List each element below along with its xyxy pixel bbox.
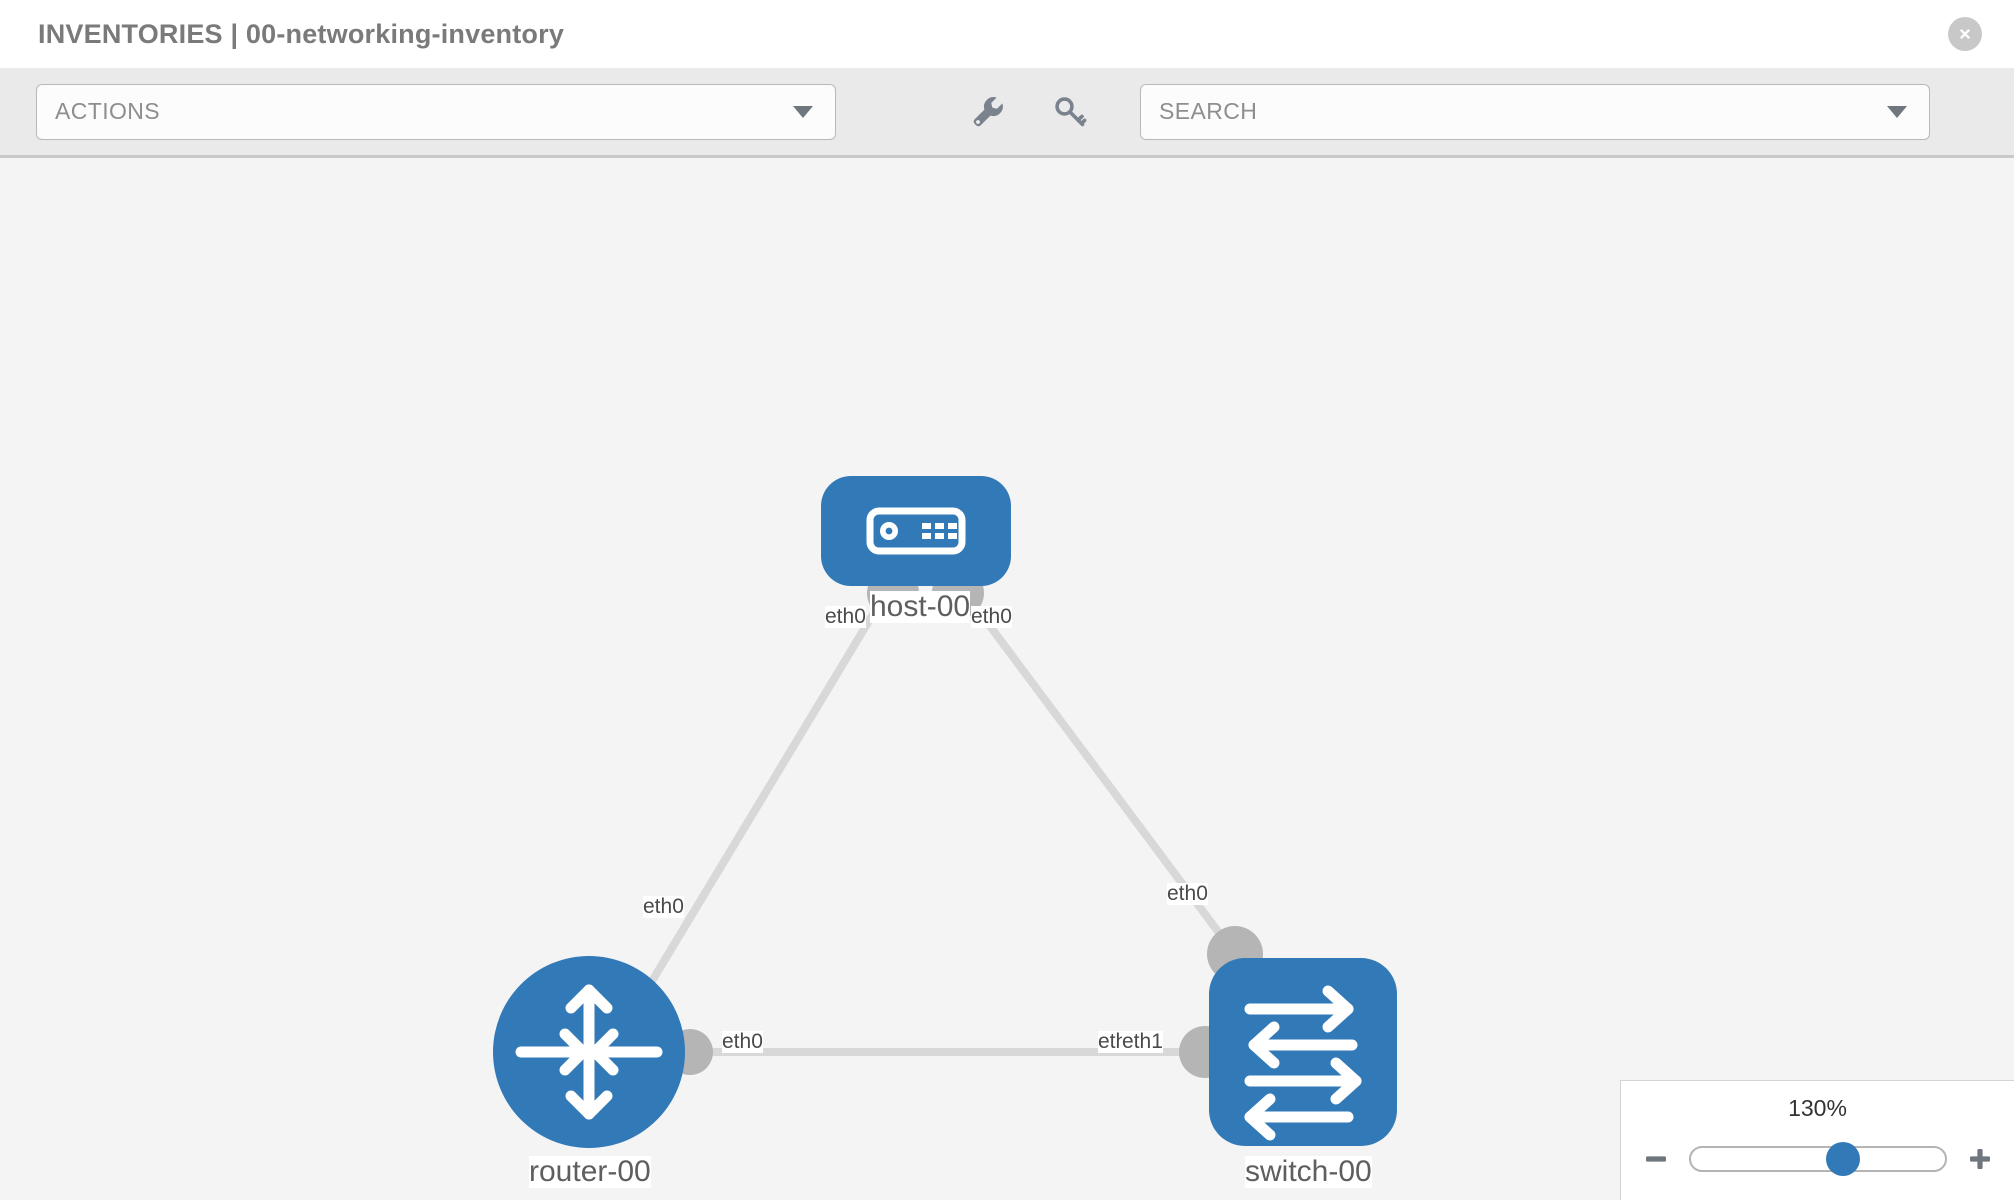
node-label-host-00: host-00 <box>870 590 971 623</box>
zoom-percent-label: 130% <box>1788 1095 1847 1121</box>
page-header: INVENTORIES | 00-networking-inventory <box>0 0 2014 68</box>
node-router-00 <box>493 956 685 1148</box>
link-host-router <box>636 583 894 1004</box>
zoom-slider-thumb[interactable] <box>1825 1142 1860 1176</box>
toolbar-icon-group <box>966 90 1092 134</box>
actions-dropdown-label: ACTIONS <box>55 98 161 124</box>
zoom-in-button[interactable] <box>1965 1144 1995 1174</box>
wrench-icon[interactable] <box>966 90 1010 134</box>
interface-label-host-left: eth0 <box>825 605 866 629</box>
topology-links <box>636 583 1244 1056</box>
toolbar: ACTIONS <box>0 68 2014 158</box>
interface-label-router-right: eth0 <box>722 1030 763 1054</box>
zoom-control-panel: 130% <box>1620 1080 2014 1200</box>
topology-ports <box>667 567 1263 1078</box>
actions-dropdown[interactable]: ACTIONS <box>36 83 836 140</box>
interface-label-router-up: eth0 <box>643 895 684 919</box>
chevron-down-icon <box>793 105 813 118</box>
zoom-slider-track[interactable] <box>1688 1142 1947 1176</box>
search-input[interactable]: SEARCH <box>1140 83 1930 140</box>
key-icon[interactable] <box>1048 90 1092 134</box>
page-title: INVENTORIES | 00-networking-inventory <box>38 18 565 49</box>
node-label-router-00: router-00 <box>529 1155 651 1188</box>
topology-graph <box>493 476 1397 1148</box>
zoom-out-button[interactable] <box>1641 1144 1671 1174</box>
node-host-00 <box>821 476 1011 586</box>
search-placeholder: SEARCH <box>1159 98 1258 124</box>
interface-label-switch-up: eth0 <box>1167 882 1208 906</box>
close-icon[interactable] <box>1948 17 1982 51</box>
zoom-slider-row <box>1621 1137 2014 1181</box>
node-label-switch-00: switch-00 <box>1245 1155 1372 1188</box>
chevron-down-icon <box>1887 105 1907 118</box>
interface-label-switch-left-b: eth1 <box>1122 1030 1163 1054</box>
interface-label-switch-left-a: eth <box>1098 1030 1128 1054</box>
topology-canvas[interactable]: eth0 host-00 eth0 eth0 eth0 eth0 eth eth… <box>0 161 2014 1200</box>
interface-label-host-right: eth0 <box>971 605 1012 629</box>
node-switch-00 <box>1209 958 1397 1146</box>
